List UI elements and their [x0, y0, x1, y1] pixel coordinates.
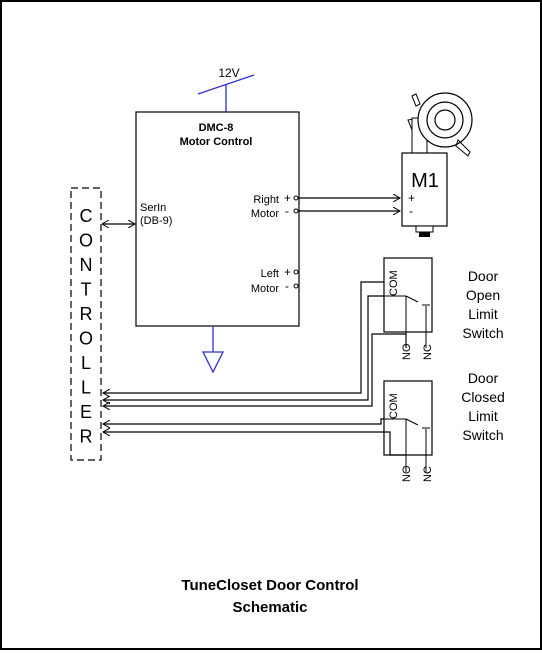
supply-label: 12V: [218, 66, 239, 80]
controller-letter: R: [80, 427, 93, 447]
closed-switch-wiring: [103, 418, 406, 456]
closed-switch-label-4: Switch: [462, 427, 503, 443]
caption-subtitle: Schematic: [232, 599, 307, 616]
motor-plus-label: +: [408, 191, 415, 205]
controller-letter: O: [79, 329, 93, 349]
left-plus-terminal: [293, 269, 299, 275]
left-minus-terminal: [293, 283, 299, 289]
open-switch-no: NO: [401, 343, 413, 360]
motor-control-box: [135, 111, 300, 327]
controller-letter: L: [81, 353, 91, 373]
left-motor-label: Left: [261, 268, 279, 280]
open-switch-wiring: [103, 281, 407, 406]
motor-label: M1: [411, 170, 439, 192]
controller-letter: T: [81, 280, 92, 300]
controller-letter: C: [80, 206, 93, 226]
open-switch-com: COM: [388, 270, 400, 296]
closed-switch-label-3: Limit: [468, 408, 498, 424]
closed-switch-symbol: [383, 380, 433, 472]
controller-letter: O: [79, 231, 93, 251]
right-plus-terminal: [293, 195, 299, 201]
motor-symbol: [401, 92, 473, 237]
motor-minus-label: -: [409, 204, 413, 218]
closed-switch-nc: NC: [422, 466, 434, 482]
right-motor-label-2: Motor: [251, 208, 279, 220]
open-switch-label-4: Switch: [462, 325, 503, 341]
serial-input-label: SerIn: [140, 202, 166, 214]
caption-title: TuneCloset Door Control: [181, 577, 358, 594]
controller-letter: R: [80, 304, 93, 324]
closed-switch-label-1: Door: [468, 370, 499, 386]
open-switch-label-3: Limit: [468, 306, 498, 322]
controller-letter: N: [80, 255, 93, 275]
open-switch-label-1: Door: [468, 268, 499, 284]
controller-letter: E: [80, 402, 92, 422]
left-motor-plus: +: [284, 265, 291, 279]
closed-switch-com: COM: [388, 393, 400, 419]
controller-box: [70, 187, 102, 461]
ground-symbol: [201, 326, 225, 374]
supply-symbol: [197, 74, 255, 112]
closed-switch-label-2: Closed: [461, 389, 505, 405]
motor-control-title: DMC-8: [199, 122, 234, 134]
serial-connector-label: (DB-9): [140, 215, 172, 227]
motor-control-subtitle: Motor Control: [180, 136, 253, 148]
left-motor-label-2: Motor: [251, 283, 279, 295]
open-switch-nc: NC: [422, 344, 434, 360]
closed-switch-no: NO: [401, 465, 413, 482]
controller-letter: L: [81, 378, 91, 398]
open-switch-label-2: Open: [466, 287, 500, 303]
right-motor-plus: +: [284, 191, 291, 205]
right-minus-terminal: [293, 208, 299, 214]
left-motor-minus: -: [285, 279, 289, 293]
open-switch-symbol: [383, 257, 433, 348]
right-motor-minus: -: [285, 204, 289, 218]
right-motor-label: Right: [253, 194, 279, 206]
